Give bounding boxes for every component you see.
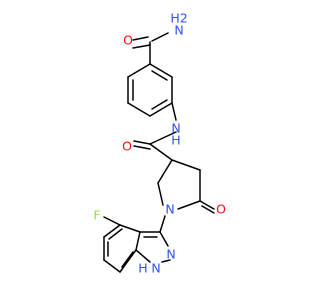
amide-n-top-symbol: N <box>174 23 183 38</box>
atom-ring-n: N <box>165 202 174 217</box>
bond-benzene-bond-3 <box>149 102 173 117</box>
bond-pyrrolidine-bond-3 <box>177 200 201 210</box>
bond-ring-to-nh <box>171 102 177 121</box>
bond-c7a-c3a <box>135 231 141 251</box>
bond-carbonyl-to-ring <box>149 143 173 161</box>
bond-c6-c7 <box>103 259 121 273</box>
bond-amide-c-n-top <box>151 32 169 42</box>
amide-n-top-h2: H2 <box>170 11 187 26</box>
bond-c4-f <box>103 216 121 226</box>
bond-lactam-c-o-1 <box>199 200 215 210</box>
nh-linker-h: H <box>171 133 180 148</box>
atom-amide-n-top: H2 N <box>170 11 187 38</box>
bond-n-to-indazole <box>159 215 166 233</box>
bond-amide-c-o-top-1 <box>132 36 149 41</box>
bond-c7-c7a <box>119 249 137 273</box>
atom-amide-o-mid: O <box>122 139 132 154</box>
bond-n1-c7a <box>135 249 151 263</box>
bond-amide-c-o-mid-2 <box>133 145 151 150</box>
bond-benzene-bond-6 <box>127 63 151 78</box>
bond-lines <box>103 32 215 273</box>
bond-benzene-bond-4 <box>127 102 151 117</box>
bond-benzene-inner-2 <box>151 99 168 110</box>
bond-amide-c-o-top-2 <box>132 44 151 49</box>
indazole-n1-symbol: N <box>151 261 160 276</box>
nh-linker-symbol: N <box>171 121 180 136</box>
bond-pyrrolidine-bond-4 <box>157 182 164 206</box>
bond-c3a-c4 <box>119 224 141 233</box>
bond-lactam-c-o-2 <box>201 205 215 214</box>
bond-n2-n1 <box>161 259 171 263</box>
bond-c4-c5 <box>103 224 121 238</box>
indazole-n1-h: H <box>138 261 147 276</box>
bond-benzene-bond-1 <box>149 63 173 78</box>
molecule-structure: H2 N O N H O N O F N H N <box>93 11 226 276</box>
bond-benzene-inner-1 <box>151 70 168 81</box>
bond-c3-n2 <box>159 231 169 247</box>
bond-benz-inner-2 <box>121 251 134 268</box>
bond-amide-c-o-mid-1 <box>133 140 151 145</box>
atom-fluorine: F <box>93 208 100 223</box>
atom-indazole-n2: N <box>166 247 175 262</box>
atom-lactam-o: O <box>216 202 226 217</box>
bond-benz-inner-3 <box>108 228 123 240</box>
atom-nh-linker: N H <box>171 121 180 148</box>
bond-nh-to-carbonyl <box>149 131 177 145</box>
atom-amide-o-top: O <box>123 33 133 48</box>
bond-pyrrolidine-bond-5 <box>157 159 173 184</box>
atom-indazole-n1: H N <box>138 261 160 276</box>
bond-pyrrolidine-bond-1 <box>171 159 201 171</box>
